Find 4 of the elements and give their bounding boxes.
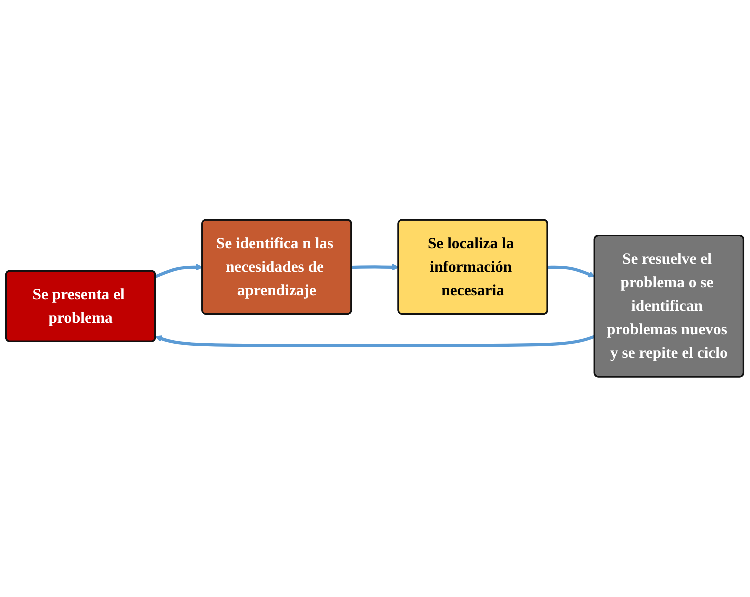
arrow xyxy=(155,335,596,348)
arrow xyxy=(352,264,400,271)
arrow xyxy=(155,264,204,278)
arrow xyxy=(548,266,596,278)
